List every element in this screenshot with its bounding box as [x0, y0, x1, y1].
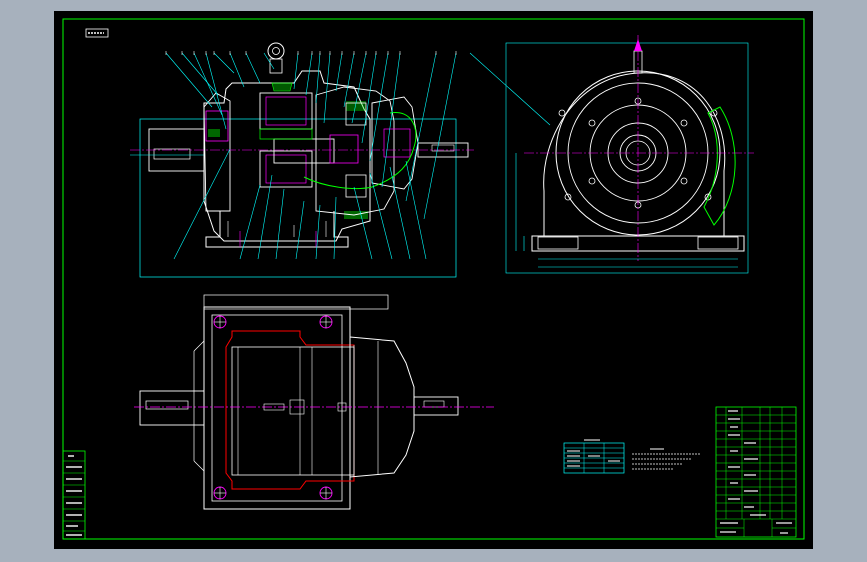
top-view-second-stage: [349, 336, 415, 478]
drawing-number-tag: [85, 28, 109, 38]
top-view-section-outline: [225, 330, 355, 490]
gear-parameter-table: [563, 439, 625, 474]
bearing-left: [205, 110, 229, 142]
end-view-bolt-pattern: [558, 97, 718, 209]
shaft-keyway: [153, 148, 191, 160]
top-section-view: [134, 294, 494, 510]
revision-strip: [62, 450, 86, 540]
drawing-canvas: [54, 11, 813, 549]
front-view-dimension-box: [139, 118, 457, 278]
main-housing-outline: [203, 70, 371, 242]
end-view-base: [531, 235, 745, 252]
front-section-view: [130, 42, 474, 278]
second-stage-housing: [315, 86, 395, 216]
technical-requirements: [632, 448, 700, 470]
sheet-background: [54, 11, 813, 549]
input-end-cover: [371, 96, 419, 190]
base-foot: [205, 211, 349, 248]
ring-gear-lower: [259, 150, 313, 188]
inner-frame: [62, 18, 805, 540]
side-end-view: [469, 35, 754, 274]
bill-of-materials: [715, 406, 797, 538]
top-view-output-shaft: [139, 390, 205, 426]
top-view-input-shaft: [413, 396, 459, 416]
part-callout-leaders: [165, 52, 457, 260]
drawing-sheet[interactable]: [54, 11, 813, 549]
